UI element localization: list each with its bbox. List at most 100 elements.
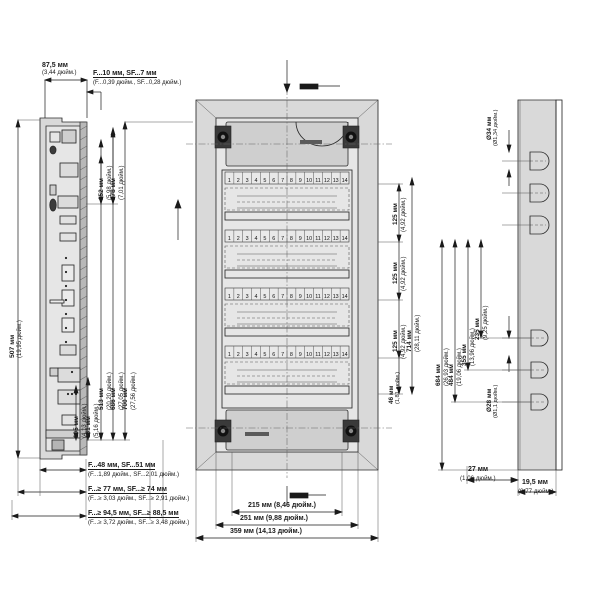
label-507mm: 507 мм [9,334,16,358]
svg-text:10: 10 [306,236,312,242]
svg-text:14: 14 [342,294,348,300]
svg-text:13: 13 [333,178,339,184]
svg-text:10: 10 [306,352,312,358]
front-view-dimensions [174,60,415,542]
svg-text:7: 7 [281,178,284,184]
label-178mm: 178 мм [110,178,117,200]
svg-text:12: 12 [324,236,330,242]
svg-text:1: 1 [228,178,231,184]
svg-text:1: 1 [228,294,231,300]
note-1-in: (F...1,89 дюйм., SF...2,01 дюйм.) [88,471,180,478]
svg-text:14: 14 [342,236,348,242]
label-484mm: 484 мм [448,364,455,386]
label-flush-note-mm: F...10 мм, SF...7 мм [93,70,157,79]
svg-text:7: 7 [281,236,284,242]
note-1-mm: F...48 мм, SF...51 мм [88,462,156,471]
svg-text:5: 5 [263,236,266,242]
label-flush-note-in: (F...0,39 дюйм., SF...0,28 дюйм.) [93,80,182,86]
svg-text:5: 5 [263,294,266,300]
label-pitch2-in: (4,92 дюйм.) [401,256,407,292]
label-684mm: 684 мм [435,364,442,386]
label-depth-87-5-in: (3,44 дюйм.) [42,70,77,76]
label-686mm: 686 мм [110,388,117,410]
svg-text:10: 10 [306,178,312,184]
label-27in: (1,06 дюйм.) [460,475,496,482]
svg-text:9: 9 [299,294,302,300]
svg-text:13: 13 [333,352,339,358]
label-131in: (5,16 дюйм.) [94,403,100,439]
svg-text:12: 12 [324,294,330,300]
svg-text:9: 9 [299,236,302,242]
svg-text:4: 4 [255,352,258,358]
label-235in: (9,25 дюйм.) [483,305,489,341]
svg-text:8: 8 [290,236,293,242]
label-178in: (7,01 дюйм.) [119,165,125,201]
label-131mm: 131 мм [85,416,92,438]
svg-text:9: 9 [299,352,302,358]
svg-text:2: 2 [237,294,240,300]
svg-text:5: 5 [263,352,266,358]
svg-text:6: 6 [272,236,275,242]
svg-text:4: 4 [255,236,258,242]
label-714mm: 714 мм [406,330,413,352]
svg-text:13: 13 [333,236,339,242]
svg-text:10: 10 [306,294,312,300]
label-pitch1-in: (4,92 дюйм.) [401,197,407,233]
svg-text:1: 1 [228,352,231,358]
note-2-mm: F...≥ 77 мм, SF...≥ 74 мм [88,486,167,495]
label-depth-87-5-mm: 87,5 мм [42,62,68,69]
svg-text:2: 2 [237,178,240,184]
label-width-251: 251 мм (9,88 дюйм.) [240,515,309,522]
label-width-359: 359 мм (14,13 дюйм.) [230,528,302,535]
svg-text:3: 3 [246,236,249,242]
right-view-dimensions [438,130,558,496]
svg-text:7: 7 [281,352,284,358]
label-dia34-in: (Ø1,34 дюйм.) [493,109,499,146]
label-pitch2-mm: 125 мм [392,262,399,284]
svg-text:2: 2 [237,236,240,242]
label-152mm: 152 мм [98,178,105,200]
svg-text:12: 12 [324,352,330,358]
svg-text:8: 8 [290,352,293,358]
note-3-in: (F...≥ 3,72 дюйм., SF...≥ 3,48 дюйм.) [88,519,190,526]
label-355mm: 355 мм [461,344,468,366]
svg-text:12: 12 [324,178,330,184]
svg-text:3: 3 [246,178,249,184]
knockouts-upper [529,151,550,235]
svg-text:11: 11 [315,294,321,300]
left-side-section [39,117,88,460]
svg-text:4: 4 [255,178,258,184]
svg-text:14: 14 [342,352,348,358]
label-dia28-in: (Ø1,1 дюйм.) [493,384,499,418]
label-195in: (0,77 дюйм.) [518,488,554,495]
note-2-in: (F...≥ 3,03 дюйм., SF...≥ 2,91 дюйм.) [88,495,190,502]
svg-text:13: 13 [333,294,339,300]
label-105mm: 105 мм [73,416,80,438]
svg-text:6: 6 [272,352,275,358]
label-27mm: 27 мм [468,466,489,473]
label-507in: (19,95 дюйм.) [17,320,23,358]
label-width-215: 215 мм (8,46 дюйм.) [248,502,317,509]
knockouts-lower [530,329,549,411]
note-3-mm: F...≥ 94,5 мм, SF...≥ 88,5 мм [88,510,179,519]
svg-text:6: 6 [272,294,275,300]
label-195mm: 19,5 мм [522,479,548,486]
svg-text:8: 8 [290,294,293,300]
svg-text:5: 5 [263,178,266,184]
left-view-dimensions [10,77,164,520]
svg-text:14: 14 [342,178,348,184]
svg-text:3: 3 [246,294,249,300]
svg-text:8: 8 [290,178,293,184]
label-235mm: 235 мм [474,318,481,340]
label-700in: (27,56 дюйм.) [131,372,137,410]
label-714in: (28,11 дюйм.) [415,314,421,352]
label-pitch1-mm: 125 мм [392,203,399,225]
svg-text:9: 9 [299,178,302,184]
label-700mm: 700 мм [122,388,129,410]
right-side-view [517,99,563,471]
label-46in: (1,81 дюйм.) [395,371,401,404]
svg-text:1: 1 [228,236,231,242]
